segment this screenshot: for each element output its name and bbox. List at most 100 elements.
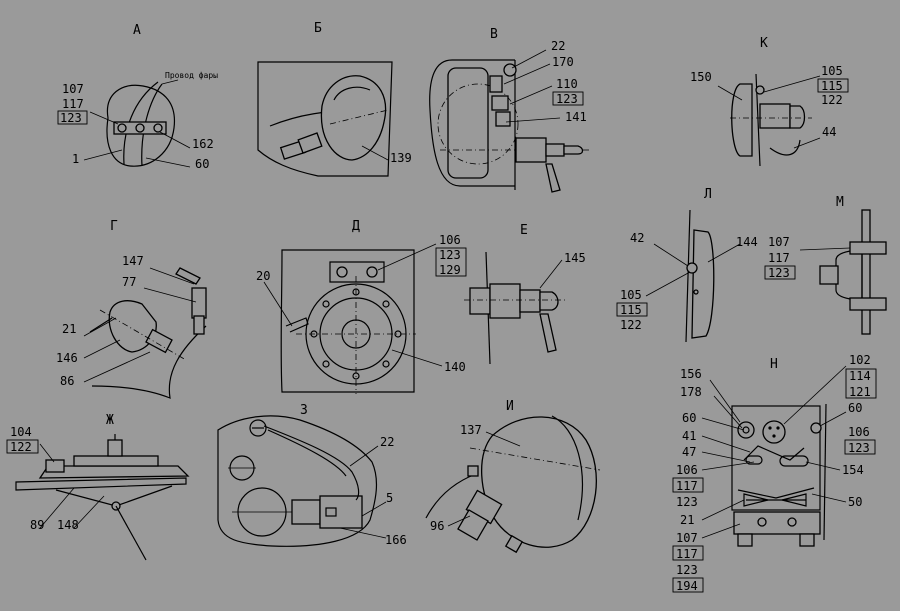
view-n-connector-pin [776, 426, 780, 430]
view-k-label: 115 [821, 79, 843, 93]
view-zh-terminal [107, 439, 123, 457]
view-a-label-box [57, 110, 88, 125]
view-b-label: 139 [390, 151, 412, 165]
view-n-label: 60 [682, 411, 696, 425]
view-v-label: 141 [565, 110, 587, 124]
view-n-bracket-bolt-2 [787, 517, 797, 527]
view-n-label: 178 [680, 385, 702, 399]
view-a-label: 162 [192, 137, 214, 151]
view-n-label: 123 [676, 563, 698, 577]
view-n-leader-178 [713, 395, 743, 429]
view-v-leader-141 [505, 117, 561, 123]
view-n-label: 117 [676, 547, 698, 561]
view-g-wire [89, 317, 113, 333]
view-d-hole [382, 360, 390, 368]
view-n-label: 194 [676, 579, 698, 593]
view-d-hole [394, 330, 402, 338]
view-i: И 137 96 [425, 399, 601, 554]
view-zh: Ж 104 122 89 148 [6, 413, 190, 561]
view-d-letter: Д [352, 219, 360, 234]
view-l-leader-42 [653, 243, 689, 267]
view-g-relay [191, 287, 207, 319]
view-zh-label: 122 [10, 440, 32, 454]
view-e-lever [539, 313, 557, 353]
view-n-connector-pin [768, 426, 772, 430]
view-d-wire [285, 317, 309, 333]
view-k-letter: К [760, 36, 768, 51]
view-d-hole [352, 372, 360, 380]
view-a-label: 1 [72, 152, 79, 166]
view-m-label: 107 [768, 235, 790, 249]
view-g-plate-edge [91, 325, 207, 399]
view-l-label: 42 [630, 231, 644, 245]
view-l-letter: Л [704, 187, 712, 202]
view-l-screw [686, 262, 698, 274]
view-k-label: 122 [821, 93, 843, 107]
view-a-wire-right [141, 83, 163, 167]
view-d-screw-1 [336, 266, 348, 278]
view-n-connector [762, 420, 786, 444]
view-v-leader-110 [509, 85, 553, 105]
view-m-letter: М [836, 195, 844, 210]
view-g-leader-86 [83, 351, 151, 383]
view-n-leader-154 [805, 461, 841, 471]
view-n-side-bolt [810, 422, 822, 434]
view-v-label: 170 [552, 55, 574, 69]
view-l-label: 115 [620, 303, 642, 317]
view-z: З 22 5 166 [217, 403, 407, 547]
view-n-lamp-small [737, 421, 755, 439]
view-a-label: 60 [195, 157, 209, 171]
view-z-fuse-body [291, 499, 321, 525]
view-n-foot-right [799, 533, 815, 547]
view-a-leader-60 [145, 157, 191, 168]
view-n-leader-41 [701, 435, 751, 453]
view-v-leader-22 [511, 49, 547, 69]
view-n-bracket-bolt-1 [757, 517, 767, 527]
view-v-label: 110 [556, 77, 578, 91]
view-n-label-box [672, 577, 704, 593]
view-n-slot [779, 455, 809, 467]
view-g-letter: Г [110, 219, 118, 234]
view-d-panel [280, 249, 415, 393]
view-v-reflector [437, 83, 519, 165]
view-z-label: 5 [386, 491, 393, 505]
view-d-hole [352, 288, 360, 296]
view-d-hole [310, 330, 318, 338]
view-v-bolt [503, 63, 517, 77]
view-d-hole [322, 360, 330, 368]
view-m-label-box [764, 265, 796, 280]
view-z-leader-166 [339, 527, 387, 539]
view-z-label: 166 [385, 533, 407, 547]
view-z-screw-top [249, 419, 267, 437]
view-g-label: 77 [122, 275, 136, 289]
view-zh-leader-148 [73, 495, 105, 529]
view-g-terminal [175, 267, 201, 285]
view-n-label: 123 [848, 441, 870, 455]
view-k-cap [789, 105, 806, 129]
view-e-label: 145 [564, 251, 586, 265]
view-n-foot-left [737, 533, 753, 547]
view-g-leader-77 [143, 287, 197, 303]
view-z-relay-window [325, 507, 337, 517]
view-n-leader-50 [811, 493, 847, 503]
view-n-bracket [733, 511, 821, 535]
view-e-letter: Е [520, 223, 528, 238]
view-v-label: 22 [551, 39, 565, 53]
view-n-label: 121 [849, 385, 871, 399]
view-e: Е 145 [464, 223, 586, 365]
view-z-wire-lower [267, 429, 347, 477]
view-k-label: 150 [690, 70, 712, 84]
view-n-leader-107 [701, 523, 741, 539]
view-zh-leader-89 [39, 487, 75, 529]
view-g-label: 21 [62, 322, 76, 336]
view-l-label: 122 [620, 318, 642, 332]
view-n-label: 106 [676, 463, 698, 477]
view-k-wire [769, 139, 801, 156]
view-zh-label: 148 [57, 518, 79, 532]
view-n-leader-60r [819, 411, 847, 427]
view-a-screw-3 [153, 123, 163, 133]
view-m-plate [861, 209, 871, 335]
view-n-label: 50 [848, 495, 862, 509]
view-a-leader-162 [159, 131, 191, 149]
